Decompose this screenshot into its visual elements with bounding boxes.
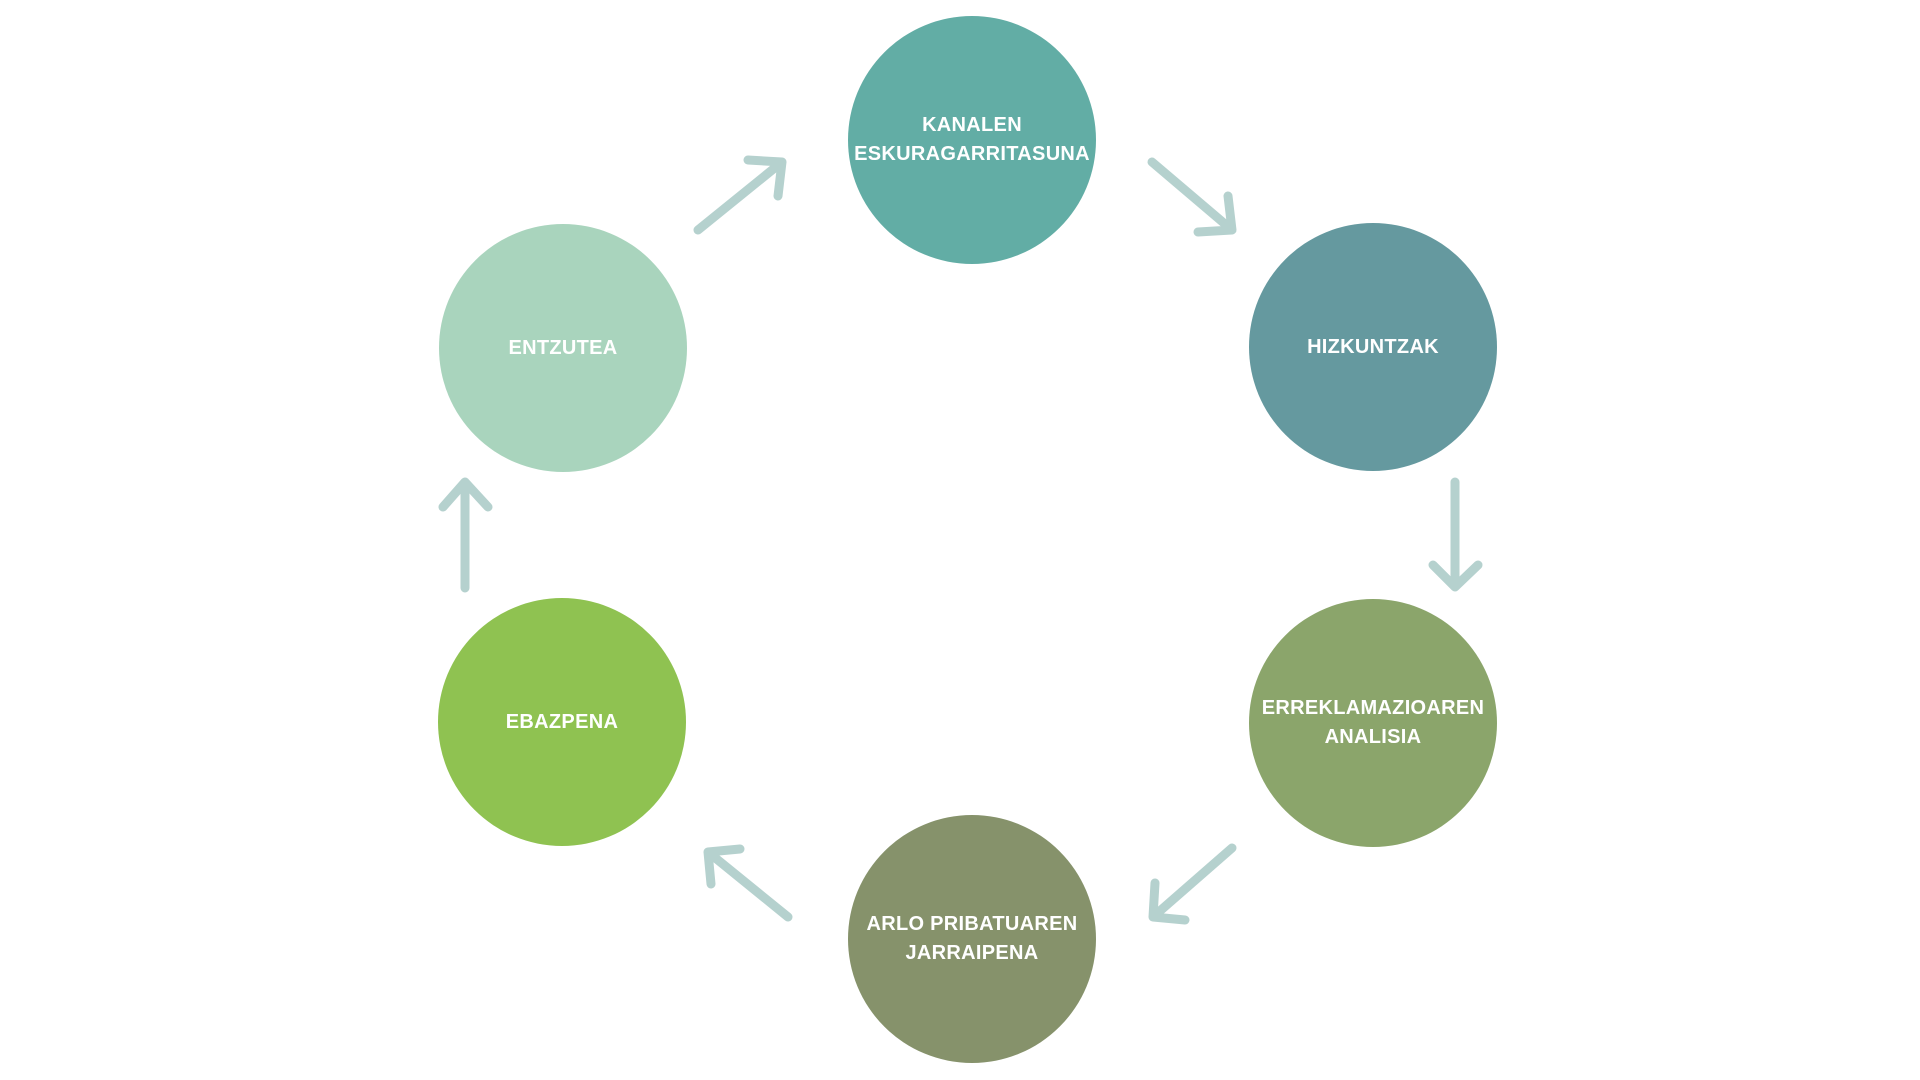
node-entzutea: ENTZUTEA xyxy=(439,224,687,472)
arrow-up-icon xyxy=(438,477,493,593)
node-label: ARLO PRIBATUAREN JARRAIPENA xyxy=(866,913,1078,964)
node-label: KANALEN ESKURAGARRITASUNA xyxy=(854,114,1090,165)
node-hizkuntzak: HIZKUNTZAK xyxy=(1249,223,1497,471)
node-erreklamazioaren-analisia: ERREKLAMAZIOAREN ANALISIA xyxy=(1249,599,1497,847)
node-kanalen-eskuragarritasuna: KANALEN ESKURAGARRITASUNA xyxy=(848,16,1096,264)
node-label: EBAZPENA xyxy=(505,710,619,733)
arrow-up-left-icon xyxy=(703,844,793,922)
node-ebazpena: EBAZPENA xyxy=(438,598,686,846)
node-label: HIZKUNTZAK xyxy=(1307,335,1439,358)
node-arlo-pribatuaren-jarraipena: ARLO PRIBATUAREN JARRAIPENA xyxy=(848,815,1096,1063)
arrow-down-right-icon xyxy=(1147,157,1237,237)
arrow-down-icon xyxy=(1428,477,1483,592)
arrow-up-right-icon xyxy=(693,155,787,235)
node-label: ERREKLAMAZIOAREN ANALISIA xyxy=(1261,697,1485,748)
arrow-down-left-icon xyxy=(1148,843,1237,925)
node-label: ENTZUTEA xyxy=(508,336,618,359)
